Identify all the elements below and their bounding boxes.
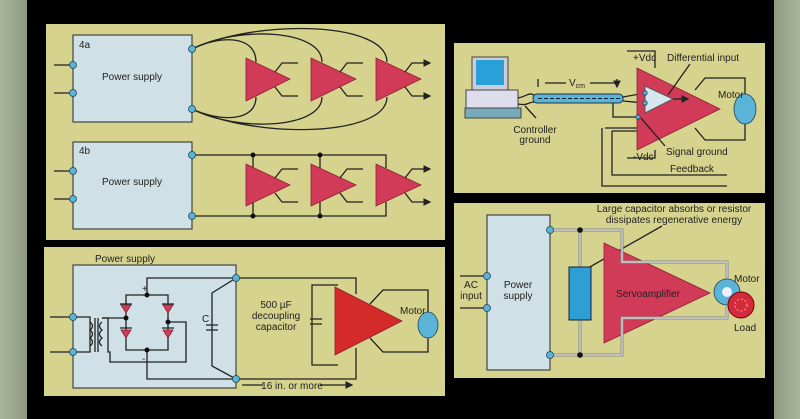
power-supply-box <box>486 214 551 371</box>
plus-sign: + <box>142 284 148 295</box>
minus-vdc-label: -Vdc <box>633 152 654 163</box>
diagram-label: 4b <box>79 146 91 157</box>
power-supply-title: Power supply <box>95 254 155 265</box>
power-supply-label: Power <box>504 280 533 291</box>
amplifier-3 <box>375 163 422 207</box>
note-label: Large capacitor absorbs or resistor <box>597 204 752 215</box>
decoupling-label: capacitor <box>256 322 297 333</box>
power-supply-label: supply <box>504 291 533 302</box>
panel-differential: Vcm Controller ground +Vdc -Vdc Differen… <box>454 43 765 193</box>
amplifier-3 <box>375 57 422 102</box>
amplifier-2 <box>310 163 357 207</box>
differential-input-label: Differential input <box>667 53 739 64</box>
motor-icon <box>417 311 439 339</box>
signal-ground-label: Signal ground <box>666 147 728 158</box>
power-supply-label: Power supply <box>102 177 162 188</box>
differential-input-stage <box>644 85 675 114</box>
amplifier <box>334 286 403 356</box>
diagram-label: 4a <box>79 40 91 51</box>
amplifier <box>636 67 721 151</box>
decoupling-label: 500 µF <box>260 300 291 311</box>
panel-regen: Large capacitor absorbs or resistor diss… <box>454 203 765 378</box>
minus-sign: - <box>142 354 145 365</box>
ac-input-label: AC <box>464 280 478 291</box>
panel-decoupling: Power supply + - C 500 µF decoupling cap… <box>44 247 445 396</box>
controller-ground-label: ground <box>519 135 550 146</box>
diagram-4a: 4a Power supply <box>54 27 430 131</box>
capacitor-label: C <box>202 314 209 325</box>
power-supply-label: Power supply <box>102 72 162 83</box>
note-label: dissipates regenerative energy <box>606 215 742 226</box>
amplifier-1 <box>245 57 291 102</box>
left-border <box>0 0 27 419</box>
amplifier-1 <box>245 163 291 207</box>
distance-label: 16 in. or more <box>261 381 323 392</box>
load-icon <box>727 291 755 319</box>
load-label: Load <box>734 323 756 334</box>
motor-label: Motor <box>718 90 744 101</box>
servoamplifier-label: Servoamplifier <box>616 289 681 300</box>
amplifier-2 <box>310 57 357 102</box>
capacitor-resistor <box>568 266 592 321</box>
panel-4a-4b: 4a Power supply 4b Power supply <box>46 24 445 240</box>
motor-label: Motor <box>400 306 426 317</box>
diagram-4b: 4b Power supply <box>54 141 430 230</box>
motor-icon <box>733 93 757 125</box>
feedback-label: Feedback <box>670 164 715 175</box>
plus-vdc-label: +Vdc <box>633 53 656 64</box>
computer-icon <box>464 56 522 119</box>
power-supply-box <box>72 34 193 123</box>
right-border <box>774 0 800 419</box>
power-supply-box <box>72 141 193 230</box>
ac-input-label: input <box>460 291 482 302</box>
controller-ground-label: Controller <box>513 125 557 136</box>
decoupling-label: decoupling <box>252 311 300 322</box>
vcm-label: Vcm <box>569 78 585 90</box>
motor-label: Motor <box>734 274 760 285</box>
